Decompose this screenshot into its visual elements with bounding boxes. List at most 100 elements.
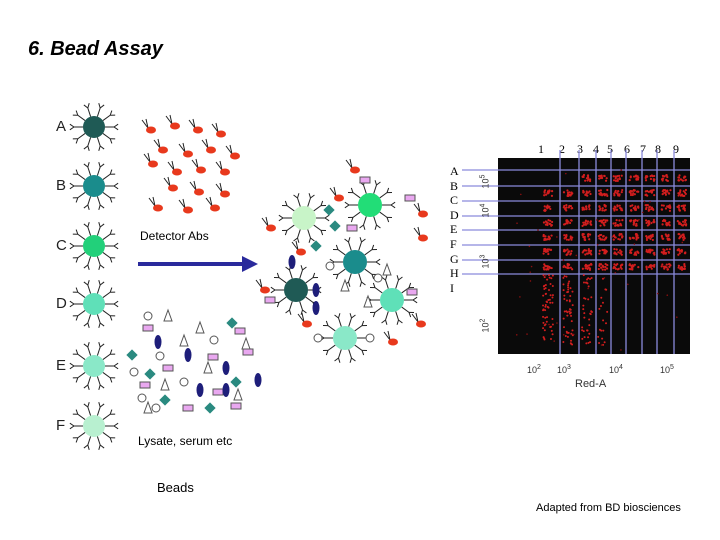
- event-dot: [598, 192, 601, 195]
- event-dot: [635, 237, 638, 240]
- event-dot: [546, 301, 549, 304]
- detector-antibody: [211, 122, 226, 138]
- event-dot: [613, 247, 616, 251]
- event-dot: [548, 323, 550, 326]
- event-dot: [584, 179, 587, 182]
- event-dot: [583, 297, 586, 300]
- detector-antibody: [167, 160, 182, 176]
- event-dot: [629, 268, 632, 271]
- event-dot: [562, 250, 566, 253]
- event-dot: [653, 251, 656, 254]
- event-dot: [601, 268, 604, 271]
- event-dot: [660, 208, 664, 211]
- event-dot: [615, 264, 618, 267]
- event-dot: [566, 248, 569, 251]
- event-dot: [551, 301, 554, 304]
- plate-row-b: B: [450, 178, 459, 193]
- event-dot: [612, 234, 615, 238]
- event-dot: [598, 174, 601, 178]
- event-dot: [569, 266, 572, 269]
- bound-analyte-circle: [313, 333, 323, 343]
- analyte-oval: [196, 383, 204, 397]
- event-dot: [603, 277, 606, 279]
- event-dot: [634, 232, 638, 236]
- event-dot: [629, 249, 632, 252]
- plate-column-5: 5: [607, 142, 613, 156]
- event-dot: [601, 301, 604, 304]
- bound-detector-antibody: [411, 312, 426, 328]
- event-dot: [645, 268, 648, 271]
- event-dot: [667, 192, 670, 195]
- event-dot: [571, 236, 574, 239]
- y-tick-exponent: 2: [479, 318, 487, 323]
- event-dot: [588, 233, 592, 236]
- analyte-triangle: [203, 360, 213, 374]
- detector-abs-label: Detector Abs: [140, 229, 209, 243]
- analyte-circle: [143, 311, 153, 321]
- event-dot: [648, 205, 651, 209]
- slide-title: 6. Bead Assay: [28, 38, 163, 60]
- analyte-oval: [222, 383, 230, 397]
- x-tick-label: 104: [609, 364, 623, 375]
- event-dot: [676, 316, 678, 319]
- event-dot: [587, 235, 590, 238]
- event-dot: [601, 207, 604, 210]
- event-dot: [549, 338, 552, 341]
- event-dot: [582, 191, 585, 194]
- event-dot: [629, 219, 632, 223]
- event-dot: [589, 277, 592, 280]
- event-dot: [652, 208, 655, 211]
- event-dot: [663, 175, 666, 178]
- event-dot: [548, 248, 551, 251]
- event-dot: [563, 297, 566, 300]
- event-dot: [652, 188, 655, 192]
- event-dot: [649, 200, 651, 203]
- event-dot: [632, 206, 635, 210]
- event-dot: [653, 194, 656, 197]
- event-dot: [585, 208, 588, 211]
- event-dot: [598, 177, 601, 180]
- bead-row-label-e: E: [56, 357, 67, 374]
- event-dot: [605, 322, 608, 325]
- event-dot: [620, 250, 623, 253]
- event-dot: [550, 234, 553, 237]
- event-dot: [567, 331, 570, 334]
- event-dot: [569, 204, 573, 208]
- analyte-circle: [151, 403, 161, 413]
- event-dot: [563, 264, 566, 267]
- event-dot: [606, 188, 609, 192]
- event-dot: [615, 208, 619, 211]
- event-dot: [620, 190, 623, 194]
- event-dot: [618, 238, 622, 241]
- event-dot: [633, 243, 636, 245]
- event-dot: [661, 219, 665, 223]
- event-dot: [546, 204, 549, 207]
- event-dot: [636, 205, 640, 209]
- event-dot: [551, 285, 554, 288]
- event-dot: [666, 294, 669, 297]
- event-dot: [544, 223, 548, 226]
- event-dot: [545, 274, 547, 277]
- x-tick-base: 10: [527, 365, 538, 375]
- event-dot: [515, 334, 518, 336]
- y-tick-exponent: 5: [479, 174, 487, 179]
- event-dot: [628, 251, 632, 254]
- bound-analyte-diamond: [310, 240, 322, 252]
- event-dot: [587, 277, 590, 280]
- event-dot: [620, 253, 623, 256]
- event-dot: [584, 253, 587, 256]
- event-dot: [602, 222, 605, 225]
- event-dot: [602, 234, 605, 238]
- event-dot: [583, 312, 586, 315]
- event-dot: [617, 174, 621, 177]
- bound-detector-antibody: [297, 312, 312, 328]
- event-dot: [563, 237, 566, 240]
- event-dot: [564, 266, 567, 269]
- analyte-circle: [155, 351, 165, 361]
- event-dot: [568, 221, 572, 225]
- event-dot: [668, 209, 672, 212]
- event-dot: [613, 251, 616, 254]
- event-dot: [643, 200, 646, 203]
- event-dot: [634, 224, 637, 227]
- plate-column-6: 6: [624, 142, 630, 156]
